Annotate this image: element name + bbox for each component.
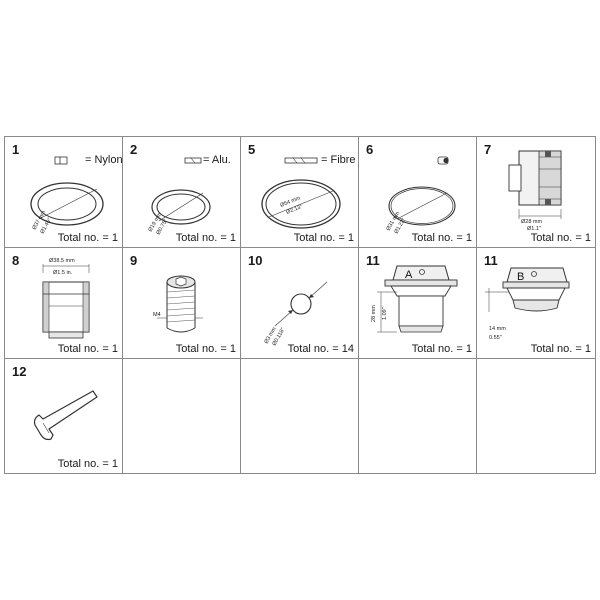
part-number: 11 [366,253,380,268]
total-count: Total no. = 1 [293,232,354,244]
total-count: Total no. = 1 [175,343,236,355]
part-number: 1 [12,142,20,157]
part-number: 12 [12,364,27,379]
dimension-mm: Ø38.5 mm [49,258,75,264]
part-cell-1: 1 Ø37 mm Ø1.46" = Nylon Total no. = 1 [5,137,123,248]
material-label: = Fibre [321,154,356,166]
total-count: Total no. = 1 [57,458,118,470]
part-number: 9 [130,253,138,268]
part-number: 2 [130,142,138,157]
sleeve-section-icon: Ø38.5 mm Ø1.5 in. [42,258,90,339]
ball-icon: Ø3 mm Ø0.118" [264,281,328,347]
total-count: Total no. = 1 [175,232,236,244]
part-number: 10 [248,253,263,268]
part-cell-10: 10 Ø3 mm Ø0.118" Total no. = 14 [241,248,359,359]
part-cell-11a: 11 A 28 mm 1.09" Total no. = 1 [359,248,477,359]
grub-screw-icon: M4 [153,275,203,333]
part-number: 6 [366,142,374,157]
empty-cell [477,359,595,473]
empty-cell [241,359,359,473]
valve-body-a-icon: A 28 mm 1.09" [371,265,458,333]
part-cell-2: 2 Ø19 mm Ø0.75" = Alu. Total no. = 1 [123,137,241,248]
valve-body-b-icon: B 14 mm 0.55" [485,267,570,341]
part-number: 8 [12,253,20,268]
thread-size: M4 [153,312,161,318]
part-cell-12: 12 Total no. = 1 [5,359,123,473]
part-number: 7 [484,142,492,157]
total-count: Total no. = 1 [411,343,472,355]
total-count: Total no. = 1 [57,343,118,355]
o-ring-icon: Ø31 mm Ø1.22" [386,156,456,235]
variant-letter: A [405,269,413,281]
total-count: Total no. = 1 [530,232,591,244]
parts-grid: 1 Ø37 mm Ø1.46" = Nylon Total no. = 1 2 … [4,136,596,474]
variant-letter: B [517,271,524,283]
dimension-in: Ø1.5 in. [53,270,73,276]
part-cell-9: 9 M4 Total no. = 1 [123,248,241,359]
dimension-in: Ø2.13" [286,204,304,216]
total-count: Total no. = 14 [287,343,354,355]
empty-cell [123,359,241,473]
hex-key-icon [33,390,98,441]
material-label: = Nylon [85,154,123,166]
material-label: = Alu. [203,154,231,166]
total-count: Total no. = 1 [57,232,118,244]
part-cell-6: 6 Ø31 mm Ø1.22" Total no. = 1 [359,137,477,248]
dimension-mm: 14 mm [489,326,506,332]
alu-ring-icon: Ø19 mm Ø0.75" [148,157,211,236]
total-count: Total no. = 1 [411,232,472,244]
fibre-ring-icon: Ø54 mm Ø2.13" [261,157,341,229]
dimension-mm: 28 mm [371,305,377,322]
part-cell-5: 5 Ø54 mm Ø2.13" = Fibre Total no. = 1 [241,137,359,248]
part-cell-11b: 11 B 14 mm 0.55" Total no. = 1 [477,248,595,359]
dimension-in: Ø1.1" [527,226,541,232]
insert-section-icon: Ø28 mm Ø1.1" [508,150,562,232]
total-count: Total no. = 1 [530,343,591,355]
nylon-ring-icon: Ø37 mm Ø1.46" [30,156,104,235]
part-cell-8: 8 Ø38.5 mm Ø1.5 in. Total no. = 1 [5,248,123,359]
empty-cell [359,359,477,473]
part-number: 11 [484,253,498,268]
dimension-in: 0.55" [489,335,502,341]
part-cell-7: 7 Ø28 mm Ø1.1" Total no. = 1 [477,137,595,248]
dimension-mm: Ø28 mm [521,219,543,225]
dimension-in: 1.09" [382,307,388,320]
part-number: 5 [248,142,256,157]
